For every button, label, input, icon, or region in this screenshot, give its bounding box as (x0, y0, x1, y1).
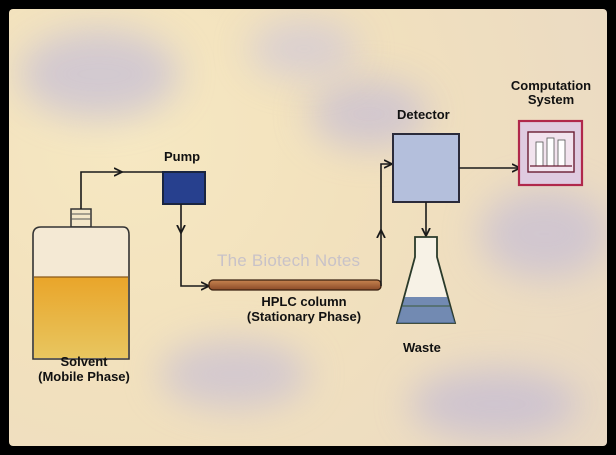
tube-solvent-to-pump (80, 172, 121, 209)
pump-label: Pump (164, 149, 201, 164)
bg-blob (409, 369, 579, 439)
tube-column-to-detector-upper (380, 164, 391, 231)
solvent-label-line1: Solvent (60, 354, 108, 369)
hplc-column (208, 279, 382, 291)
pump-box (162, 171, 206, 205)
waste-label: Waste (403, 340, 441, 355)
detector-box (392, 133, 460, 203)
solvent-bottle (32, 208, 130, 360)
diagram-canvas: The Biotech Notes Pump Detector Computat… (9, 9, 607, 446)
tube-pump-to-column-lower (180, 232, 208, 286)
bg-blob (19, 29, 179, 119)
bg-blob (159, 339, 309, 409)
column-label-line1: HPLC column (261, 294, 347, 309)
column-label: HPLC column (Stationary Phase) (239, 294, 369, 324)
waste-flask (395, 236, 457, 324)
computation-label: Computation System (510, 78, 592, 107)
solvent-label-line2: (Mobile Phase) (38, 369, 130, 384)
bg-blob (479, 189, 607, 279)
hplc-diagram-svg (32, 119, 584, 360)
detector-label: Detector (397, 107, 450, 122)
solvent-label: Solvent (Mobile Phase) (29, 354, 139, 384)
bg-blob (249, 19, 359, 79)
watermark: The Biotech Notes (217, 251, 361, 270)
column-label-line2: (Stationary Phase) (246, 309, 362, 324)
computation-system (517, 119, 584, 187)
